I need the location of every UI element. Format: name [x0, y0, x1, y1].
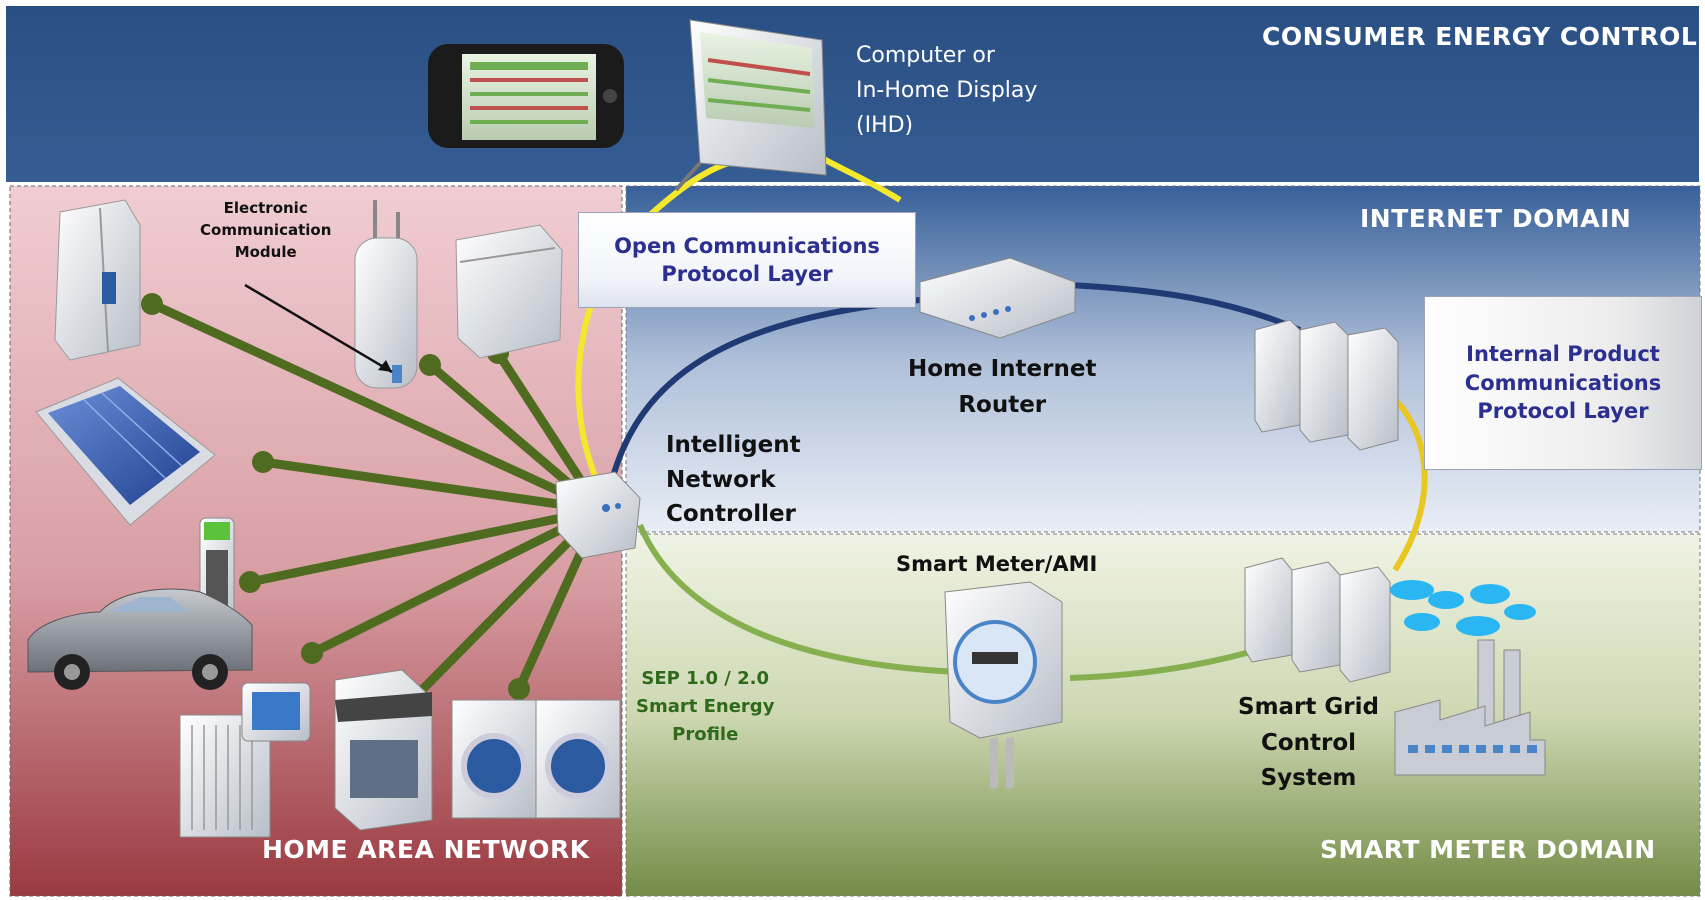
- cloud-icon: [1390, 580, 1536, 636]
- internal-protocol-line: Communications: [1464, 370, 1662, 395]
- ecm-arrow: [244, 283, 393, 374]
- server-icon: [1244, 557, 1391, 683]
- water-heater-icon: [354, 200, 418, 389]
- ecm-label-line: Module: [234, 242, 297, 261]
- sep-profile-label-line: Smart Energy: [636, 695, 775, 717]
- internet-domain-title: INTERNET DOMAIN: [1360, 204, 1632, 233]
- home-router-label-line: Home Internet: [908, 356, 1097, 382]
- ihd-label-line: Computer or: [856, 43, 995, 68]
- ihd-monitor-icon: [674, 19, 827, 192]
- network-controller-label-line: Controller: [666, 501, 796, 527]
- smart-grid-label-line: Smart Grid: [1238, 694, 1379, 720]
- ecm-label: Electronic Communication Module: [200, 198, 331, 263]
- server-icon: [1254, 319, 1399, 451]
- sep-profile-label-line: Profile: [672, 723, 739, 745]
- open-protocol-line: Protocol Layer: [661, 262, 833, 286]
- ihd-label: Computer or In-Home Display (IHD): [856, 38, 1037, 144]
- smart-meter-domain-title: SMART METER DOMAIN: [1320, 835, 1656, 864]
- ecm-arrowhead: [378, 360, 392, 372]
- smartphone-icon: [428, 44, 624, 148]
- sep-profile-label: SEP 1.0 / 2.0 Smart Energy Profile: [636, 665, 774, 749]
- home-router-label-line: Router: [958, 391, 1047, 418]
- internal-protocol-box: Internal Product Communications Protocol…: [1424, 296, 1702, 470]
- smart-meter-icon: [944, 581, 1063, 788]
- ihd-label-line: In-Home Display: [856, 78, 1038, 104]
- ecm-label-line: Communication: [200, 220, 332, 239]
- washer-dryer-icon: [451, 699, 621, 819]
- home-area-network-title: HOME AREA NETWORK: [262, 835, 590, 864]
- smart-grid-label-line: Control: [1260, 729, 1357, 756]
- router-icon: [919, 257, 1076, 339]
- home-router-label: Home Internet Router: [908, 352, 1096, 423]
- thermostat-icon: [241, 682, 311, 742]
- dishwasher-icon: [455, 224, 563, 359]
- stove-icon: [334, 669, 433, 831]
- internal-protocol-line: Internal Product: [1466, 342, 1660, 367]
- car-icon: [27, 588, 253, 690]
- factory-icon: [1394, 639, 1546, 776]
- consumer-energy-band: [6, 6, 1699, 182]
- open-protocol-box: Open Communications Protocol Layer: [578, 212, 916, 308]
- ihd-label-line: (IHD): [856, 113, 914, 139]
- ecm-label-line: Electronic: [223, 199, 308, 217]
- consumer-energy-control-title: CONSUMER ENERGY CONTROL: [1262, 22, 1698, 51]
- open-protocol-line: Open Communications: [614, 233, 880, 258]
- network-controller-label-line: Network: [666, 466, 776, 493]
- navy-link-controller-router: [609, 297, 921, 481]
- refrigerator-icon: [54, 199, 141, 361]
- sep-profile-label-line: SEP 1.0 / 2.0: [641, 668, 770, 689]
- smart-meter-label: Smart Meter/AMI: [896, 552, 1098, 576]
- internal-protocol-line: Protocol Layer: [1477, 399, 1649, 424]
- network-controller-icon: [555, 471, 641, 559]
- navy-link-router-server: [1069, 282, 1302, 333]
- solar-panel-icon: [35, 377, 216, 526]
- smart-grid-label-line: System: [1260, 765, 1357, 792]
- green-link-controller-meter: [637, 523, 961, 675]
- smart-grid-label: Smart Grid Control System: [1238, 690, 1379, 797]
- network-controller-label-line: Intelligent: [666, 432, 801, 458]
- network-controller-label: Intelligent Network Controller: [666, 428, 801, 532]
